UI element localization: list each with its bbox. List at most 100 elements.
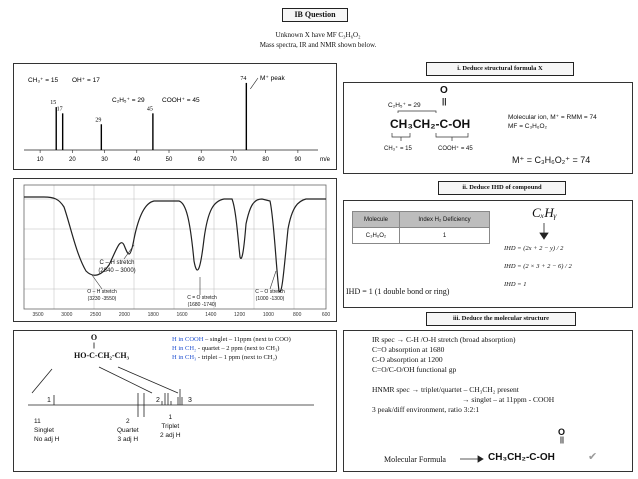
nmr-singlet-name: Singlet — [34, 427, 54, 434]
ms-tick-label: 50 — [166, 157, 173, 163]
nmr-structure-o: O — [90, 333, 98, 342]
nmr-panel: O || HO-C-CH₂-CH₃ H in COOH – singlet – … — [13, 330, 337, 472]
nmr-note-ch3-text: - triplet – 1 ppm (next to CH₂) — [196, 354, 277, 361]
ms-peak-value: 74 — [240, 76, 246, 82]
nmr-triplet-ppm: 1 — [168, 414, 173, 421]
ms-tick-label: 80 — [262, 157, 269, 163]
molecular-formula-text: MF = C₃H₆O₂ — [508, 123, 548, 130]
nmr-singlet-adj: No adj H — [34, 436, 60, 443]
ihd-cell-molecule: C₃H₆O₂ — [351, 227, 401, 244]
reasoning-line-1: IR spec → C-H /O-H stretch (broad absorp… — [372, 335, 516, 344]
ms-tick-label: 30 — [101, 157, 108, 163]
reasoning-line-2: C=O absorption at 1680 — [372, 345, 445, 354]
nmr-label-singlet: 11 Singlet No adj H — [34, 417, 59, 444]
final-carbonyl-o: O — [558, 427, 566, 437]
ir-co-single-label: C – O stretch — [255, 289, 285, 295]
ir-ch-label: C – H stretch — [99, 260, 135, 266]
ir-trace — [24, 196, 326, 293]
structural-formula: CH₃CH₂-C-OH — [390, 117, 471, 131]
nmr-note-ch2-h: H in CH₂ — [172, 345, 197, 352]
ms-peak-value: 29 — [95, 117, 101, 123]
ihd-cell-value: 1 — [399, 227, 490, 244]
reasoning-line-4: C=O/C-O/OH functional gp — [372, 365, 457, 374]
nmr-structure-chain: HO-C-CH₂-CH₃ — [74, 351, 130, 360]
fragment-ch3: CH₃⁺ = 15 — [384, 146, 412, 152]
ms-tick-label: 10 — [37, 157, 44, 163]
ms-tick-label: 40 — [133, 157, 140, 163]
nmr-label-triplet: 1 Triplet 2 adj H — [160, 413, 181, 440]
ms-axis-unit: m/e — [320, 157, 331, 163]
ir-annotation-oh: O – H stretch (3230 -3550) — [76, 289, 128, 303]
structure-reasoning: IR spec → C-H /O-H stretch (broad absorp… — [372, 335, 630, 415]
reasoning-line-8: 3 peak/diff environment, ratio 3:2:1 — [372, 405, 480, 414]
ir-co-double-label: C = O stretch — [187, 295, 217, 301]
nmr-note-cooh-h: H in COOH — [172, 336, 204, 343]
ir-tick-label: 1800 — [148, 312, 159, 318]
general-formula: CₓHᵧ — [532, 205, 557, 220]
section-iii-header: iii. Deduce the molecular structure — [426, 312, 576, 326]
ms-peak-value: 45 — [147, 106, 153, 112]
ms-peak-label: C₂H₅⁺ = 29 — [112, 97, 145, 104]
nmr-label-quartet: 2 Quartet 3 adj H — [117, 417, 139, 444]
ir-oh-range: (3230 -3550) — [87, 296, 117, 302]
ms-peak-label: COOH⁺ = 45 — [162, 97, 200, 104]
ir-tick-label: 2000 — [119, 312, 130, 318]
nmr-peak-number-2: 2 — [156, 397, 160, 404]
nmr-peak-number-3: 3 — [188, 397, 192, 404]
ir-annotation-co-single: C – O stretch (1000 -1300) — [244, 289, 296, 303]
ihd-col-index: Index H₂ Deficiency — [399, 211, 490, 228]
ms-peak-label: M⁺ peak — [260, 75, 285, 82]
formula-pointer-arrow — [460, 455, 484, 463]
ihd-col-molecule: Molecule — [351, 211, 401, 228]
question-intro: Unknown X have MF C₃H₆O₂ Mass spectra, I… — [220, 30, 416, 50]
section-i-panel: C₂H₅⁺ = 29 O || CH₃CH₂-C-OH CH₃⁺ = 15 CO… — [343, 82, 633, 174]
ms-tick-label: 60 — [198, 157, 205, 163]
carbonyl-double-bond: || — [442, 97, 447, 106]
final-carbonyl-bond: || — [560, 437, 564, 444]
ir-tick-label: 3000 — [61, 312, 72, 318]
fragment-brackets — [391, 110, 469, 141]
ir-tick-label: 1200 — [234, 312, 245, 318]
formula-arrow — [539, 223, 549, 240]
ihd-result: IHD = 1 (1 double bond or ring) — [346, 287, 450, 296]
ir-tick-label: 800 — [293, 312, 302, 318]
ir-tick-label: 1600 — [176, 312, 187, 318]
reasoning-line-7: → singlet – at 11ppm - COOH — [462, 395, 555, 404]
intro-line-1: Unknown X have MF C₃H₆O₂ — [275, 31, 361, 39]
ir-tick-label: 1400 — [205, 312, 216, 318]
ir-co-single-range: (1000 -1300) — [255, 296, 285, 302]
ms-peak-label: CH₃⁺ = 15 — [28, 77, 58, 84]
check-icon: ✔ — [588, 451, 598, 463]
section-ii-header: ii. Deduce IHD of compound — [438, 181, 566, 195]
ir-co-double-range: (1680 -1740) — [187, 302, 217, 308]
section-i-header: i. Deduce structural formula X — [426, 62, 574, 76]
nmr-quartet-ppm: 2 — [126, 418, 130, 425]
ihd-table: Molecule Index H₂ Deficiency C₃H₆O₂ 1 — [351, 211, 490, 244]
nmr-notes: H in COOH – singlet – 11ppm (next to COO… — [172, 335, 338, 362]
ms-mplus-arrow — [250, 77, 259, 90]
reasoning-line-3: C-O absorption at 1200 — [372, 355, 443, 364]
nmr-note-ch3: H in CH₃ - triplet – 1 ppm (next to CH₂) — [172, 353, 338, 362]
table-row: C₃H₆O₂ 1 — [351, 227, 490, 244]
nmr-structure: O || HO-C-CH₂-CH₃ — [74, 333, 154, 360]
ir-annotation-ch: C – H stretch (2840 – 3000) — [87, 259, 147, 275]
ir-tick-label: 3500 — [32, 312, 43, 318]
intro-line-2: Mass spectra, IR and NMR shown below. — [259, 41, 377, 49]
nmr-singlet-ppm: 11 — [34, 418, 41, 425]
reasoning-line-6: HNMR spec → triplet/quartet – CH₃CH₂ pre… — [372, 385, 519, 394]
page-title: IB Question — [282, 8, 348, 22]
ir-ch-range: (2840 – 3000) — [98, 268, 136, 274]
ihd-table-header: Molecule Index H₂ Deficiency — [351, 211, 490, 228]
nmr-quartet-adj: 3 adj H — [117, 436, 139, 443]
nmr-structure-bond: || — [92, 343, 96, 349]
nmr-quartet-name: Quartet — [117, 427, 139, 434]
ms-peak-value: 17 — [57, 106, 63, 112]
ms-peak-label: OH⁺ = 17 — [72, 77, 100, 84]
nmr-triplet-adj: 2 adj H — [160, 432, 181, 439]
nmr-note-ch2: H in CH₂ - quartet – 2 ppm (next to CH₃) — [172, 344, 338, 353]
ms-peak-value: 15 — [50, 100, 56, 106]
